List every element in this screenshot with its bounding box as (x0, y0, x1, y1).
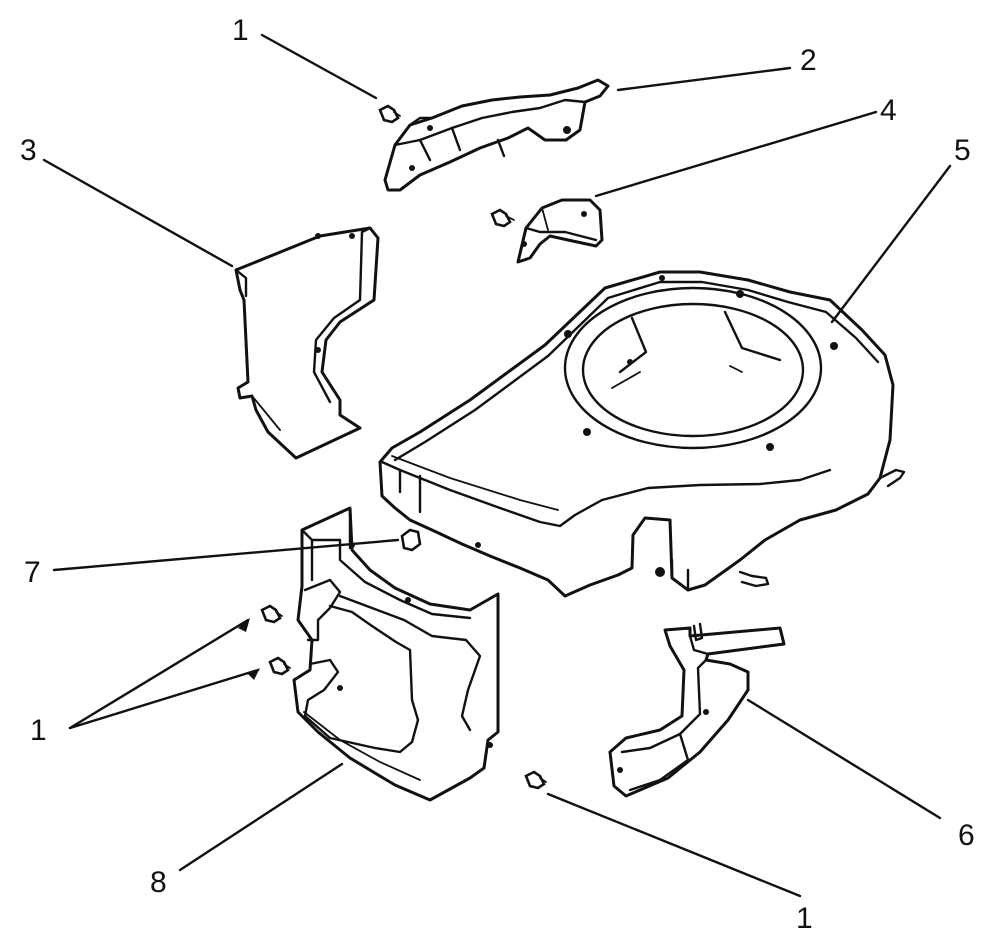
callout-7: 7 (24, 556, 41, 589)
screw-icon (260, 604, 283, 624)
screw-icon (490, 208, 515, 228)
screw-icon (378, 104, 401, 124)
part-front-shroud (292, 506, 500, 802)
part-nut (400, 528, 422, 552)
callout-2: 2 (800, 44, 817, 77)
callout-4: 4 (880, 94, 897, 127)
part-small-baffle (516, 198, 604, 264)
leader-lines (42, 33, 952, 898)
callout-8: 8 (150, 866, 167, 899)
callout-6: 6 (958, 819, 975, 852)
screw-icon (524, 770, 547, 790)
part-top-bracket (383, 78, 610, 192)
part-right-shroud (608, 622, 786, 798)
callout-5: 5 (954, 134, 971, 167)
part-blower-housing (378, 270, 906, 598)
part-left-shroud (234, 226, 380, 460)
callout-1-top: 1 (232, 14, 249, 47)
callout-labels: 1 2 3 4 5 7 1 6 8 1 (20, 14, 975, 935)
screw-icon (268, 656, 291, 676)
callout-3: 3 (20, 134, 37, 167)
callout-1-bottom: 1 (796, 902, 813, 935)
callout-1-left: 1 (30, 714, 47, 747)
